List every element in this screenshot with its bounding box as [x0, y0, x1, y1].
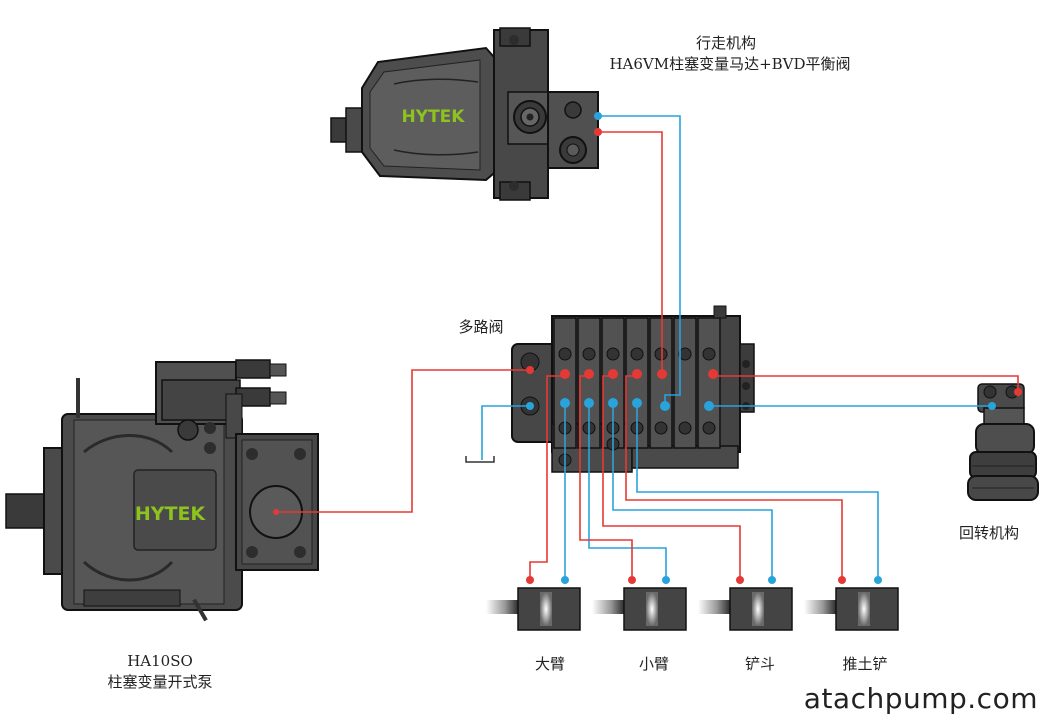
travel-motor: HYTEK: [330, 27, 599, 201]
return-lines: [481, 115, 992, 578]
pressure-ports: [273, 128, 1022, 584]
multi-way-valve: [511, 305, 755, 473]
swing-label: 回转机构: [958, 524, 1019, 542]
cylinder-dozer: [804, 587, 899, 631]
pump-desc-label: 柱塞变量开式泵: [107, 673, 213, 691]
travel-title-label: 行走机构: [695, 34, 756, 52]
travel-motor-label: HA6VM柱塞变量马达+BVD平衡阀: [609, 55, 851, 73]
cylinder-bucket: [698, 587, 793, 631]
swing-motor: [967, 383, 1039, 501]
tank-symbol: [465, 456, 495, 463]
pressure-lines: [276, 131, 1019, 578]
pump-logo: HYTEK: [135, 503, 207, 525]
pump-model-label: HA10SO: [127, 652, 193, 670]
cylinder-dozer-label: 推土铲: [842, 655, 888, 673]
cylinder-boom: [486, 587, 581, 631]
cylinder-bucket-label: 铲斗: [744, 655, 775, 673]
return-ports: [526, 112, 996, 584]
main-pump: HYTEK: [5, 359, 319, 622]
cylinder-boom-label: 大臂: [534, 655, 565, 673]
motor-logo: HYTEK: [402, 107, 466, 127]
cylinder-arm-label: 小臂: [638, 655, 669, 673]
valve-label: 多路阀: [458, 318, 504, 336]
watermark: atachpump.com: [803, 682, 1038, 715]
cylinder-arm: [592, 587, 687, 631]
